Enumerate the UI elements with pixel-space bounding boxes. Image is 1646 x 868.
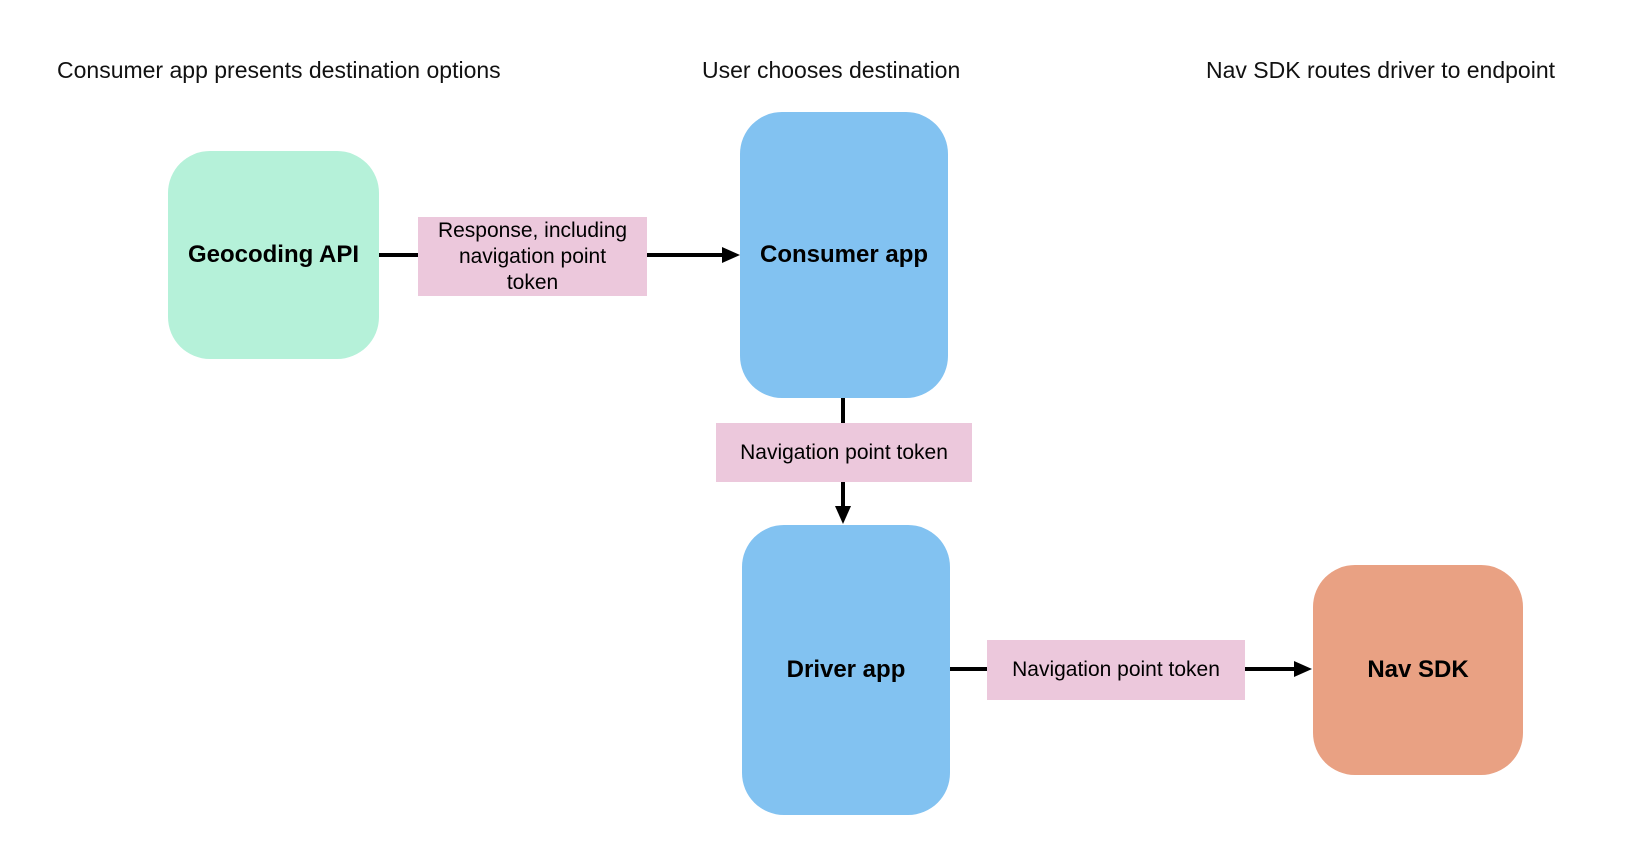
node-driver-app: Driver app [742, 525, 950, 815]
node-geocoding-api-label: Geocoding API [187, 241, 360, 268]
stage-caption-user-chooses: User chooses destination [702, 57, 961, 83]
stage-caption-nav-sdk-routes: Nav SDK routes driver to endpoint [1206, 57, 1556, 83]
node-geocoding-api: Geocoding API [168, 151, 379, 359]
edge-label-response-including-token: Response, including navigation point tok… [418, 217, 647, 296]
node-consumer-app-label: Consumer app [759, 241, 929, 268]
edge-label-navigation-point-token-bottom: Navigation point token [987, 640, 1245, 700]
arrowhead-right-icon [722, 247, 740, 263]
edge-label-navigation-point-token-mid: Navigation point token [716, 423, 972, 482]
node-nav-sdk: Nav SDK [1313, 565, 1523, 775]
arrowhead-right-icon [1294, 661, 1312, 677]
arrowhead-down-icon [835, 506, 851, 524]
stage-caption-consumer-presents: Consumer app presents destination option… [57, 57, 501, 83]
node-consumer-app: Consumer app [740, 112, 948, 398]
node-nav-sdk-label: Nav SDK [1367, 656, 1469, 683]
node-driver-app-label: Driver app [786, 656, 906, 683]
